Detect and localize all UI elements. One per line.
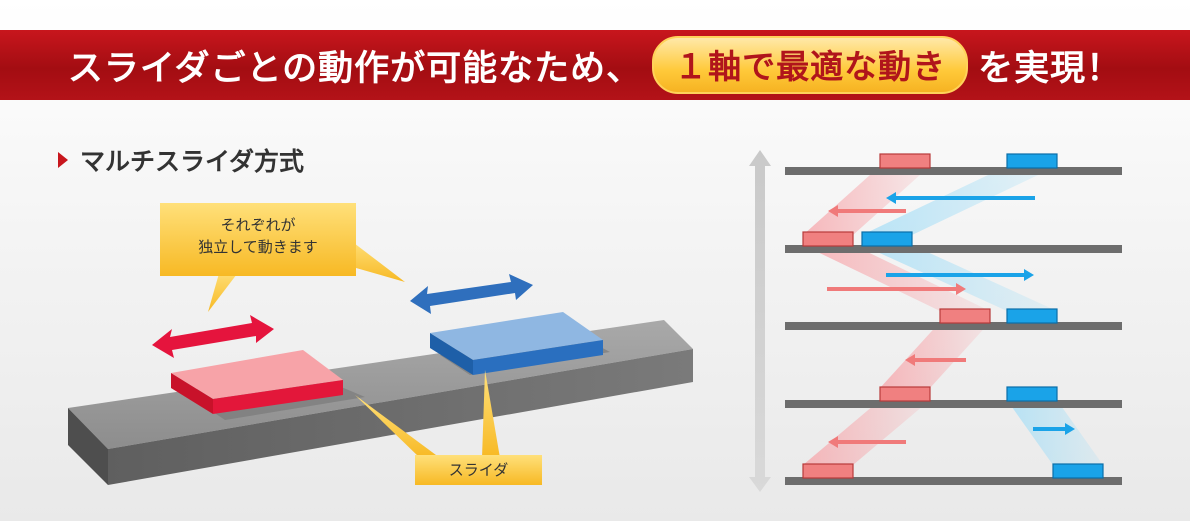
slider-callout-text: スライダ (448, 461, 509, 479)
section-title-text: マルチスライダ方式 (80, 147, 305, 176)
vertical-double-arrow-icon (749, 150, 771, 492)
slider-callout (355, 370, 542, 485)
independent-callout (160, 203, 405, 312)
red-trail-3 (880, 322, 990, 388)
rail-lines (785, 167, 1122, 485)
red-slider (171, 350, 343, 414)
red-trail-4 (803, 400, 930, 465)
blue-slider (430, 312, 603, 375)
blue-trail-1 (862, 166, 1057, 235)
independent-callout-line2: 独立して動きます (198, 238, 318, 256)
double-arrow-icon (410, 274, 533, 314)
blue-trail-4 (1007, 400, 1103, 465)
red-trail-1 (803, 166, 930, 235)
headline-text-after: を実現！ (978, 48, 1123, 89)
headline-highlight-pill: １軸で最適な動き (652, 36, 969, 94)
section-title: マルチスライダ方式 (58, 145, 305, 176)
independent-callout-line1: それぞれが (220, 216, 296, 234)
independent-callout-text: それぞれが 独立して動きます (160, 214, 356, 258)
headline-banner: スライダごとの動作が可能なため、 １軸で最適な動き を実現！ (0, 30, 1190, 100)
slider-blocks (802, 153, 1104, 479)
blue-trail-2 (862, 245, 1057, 311)
triangle-bullet-icon (58, 152, 68, 168)
motion-arrows (827, 192, 1075, 448)
red-trail-2 (803, 245, 990, 311)
double-arrow-icon (152, 315, 274, 358)
headline-text-before: スライダごとの動作が可能なため、 (67, 48, 643, 89)
